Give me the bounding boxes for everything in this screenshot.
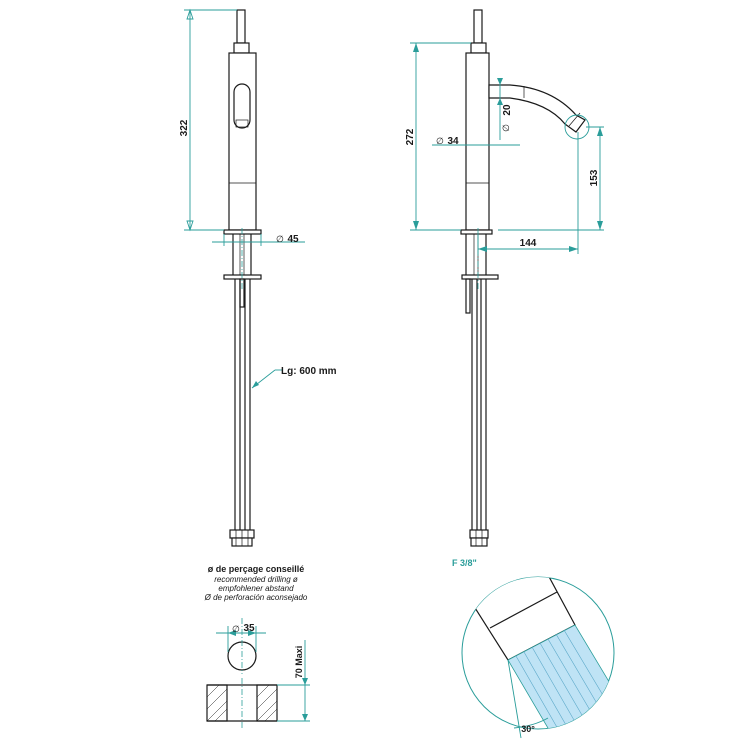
svg-text:∅: ∅ (501, 124, 511, 132)
thread-label: F 3/8" (452, 558, 477, 568)
side-height-label: 272 (405, 128, 416, 145)
svg-text:∅: ∅ (276, 234, 284, 244)
svg-text:∅: ∅ (232, 624, 240, 634)
front-view: 322 ∅ 45 Lg: 600 mm (179, 8, 337, 547)
front-height-label: 322 (179, 119, 190, 136)
side-view: 272 ∅ 34 20 ∅ 153 144 F 3/8" (405, 9, 604, 568)
drilling-note: ø de perçage conseillé recommended drill… (204, 564, 310, 728)
hose-length-label: Lg: 600 mm (281, 366, 337, 377)
spout-reach-label: 144 (520, 238, 537, 249)
detail-view: 30° (461, 576, 615, 739)
drilling-line-en: recommended drilling ø (214, 575, 298, 584)
detail-angle-label: 30° (521, 724, 535, 734)
drilling-diameter-label: 35 (243, 623, 255, 634)
max-thickness-label: 70 Maxi (294, 646, 304, 679)
drilling-line-de: empfohlener abstand (218, 584, 294, 593)
drilling-title: ø de perçage conseillé (208, 564, 305, 574)
side-body-diameter-label: 34 (447, 136, 459, 147)
drilling-line-es: Ø de perforación aconsejado (204, 593, 308, 602)
front-base-diameter-label: 45 (287, 234, 299, 245)
spout-diameter-label: 20 (502, 104, 513, 116)
svg-text:∅: ∅ (436, 136, 444, 146)
spout-height-label: 153 (589, 169, 600, 186)
